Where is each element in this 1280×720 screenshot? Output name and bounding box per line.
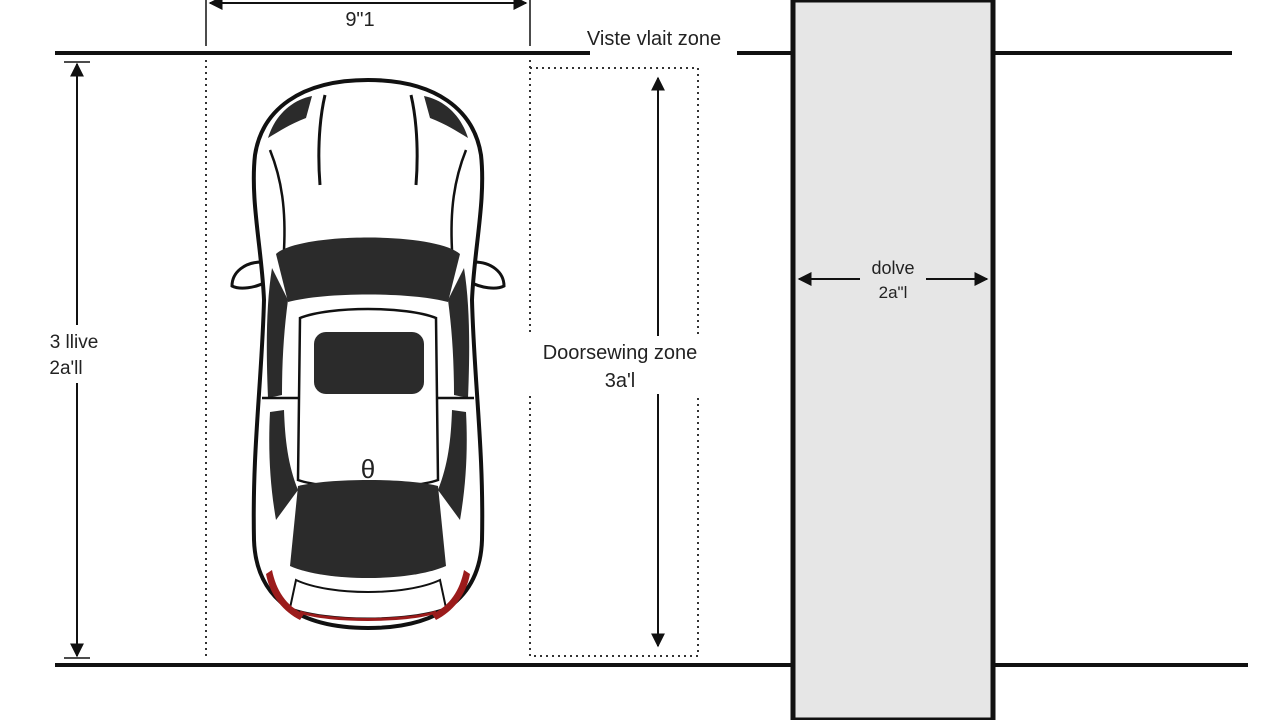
- left-length-label-line1: 3 llive: [50, 332, 99, 353]
- car-left-mirror: [230, 260, 268, 290]
- car-top-view: θ: [230, 77, 506, 631]
- car-rear-bumper: [299, 610, 437, 621]
- car-right-mirror: [468, 260, 506, 290]
- car-right-tail-light: [432, 570, 470, 620]
- car-center-marker: θ: [361, 454, 375, 484]
- car-hood-line-right: [409, 94, 419, 186]
- car-windshield: [276, 237, 460, 302]
- drive-aisle: [790, 0, 996, 720]
- car-hood-line-left: [317, 94, 327, 186]
- car-right-headlight: [424, 96, 468, 138]
- car-sunroof: [314, 332, 424, 394]
- drive-label-line2: 2a"l: [879, 283, 908, 302]
- car-right-rear-window: [438, 410, 467, 520]
- doorswing-zone-label-line1: Doorsewing zone: [543, 342, 698, 364]
- car-right-side-window: [448, 268, 470, 398]
- left-length-label-line2: 2a'll: [49, 358, 82, 379]
- car-left-tail-light: [266, 570, 304, 620]
- drive-label-line1: dolve: [871, 258, 914, 278]
- car-left-rear-window: [269, 410, 298, 520]
- car-rear-window: [290, 480, 446, 578]
- car-left-side-window: [266, 268, 288, 398]
- top-width-label: 9"1: [345, 9, 374, 31]
- car-front-fender-right: [450, 149, 468, 251]
- car-front-fender-left: [268, 149, 286, 251]
- car-left-headlight: [268, 96, 312, 138]
- visible-wait-zone-label: Viste vlait zone: [587, 28, 721, 50]
- doorswing-zone-label-line2: 3a'l: [605, 370, 636, 392]
